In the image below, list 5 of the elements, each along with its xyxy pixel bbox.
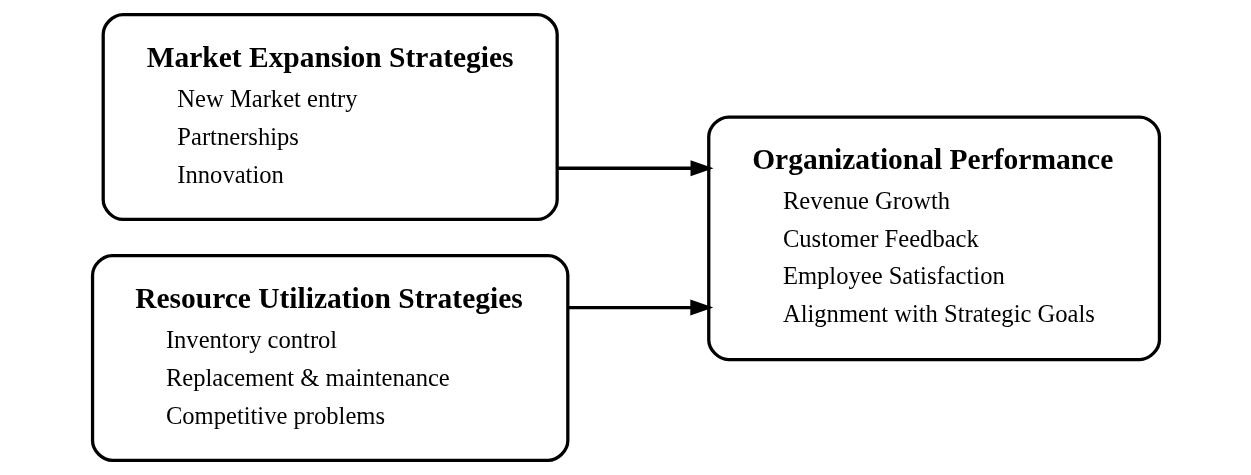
arrow <box>567 299 713 316</box>
node-box: Resource Utilization Strategies Inventory control Replacement & maintenance Competitive problems <box>90 253 569 462</box>
arrow <box>556 160 713 177</box>
node-box: Market Expansion Strategies New Market entry Partnerships Innovation <box>101 12 559 222</box>
node-box: Organizational Performance Revenue Growth Customer Feedback Employee Satisfaction Alignment with Strategic Goals <box>706 115 1161 362</box>
